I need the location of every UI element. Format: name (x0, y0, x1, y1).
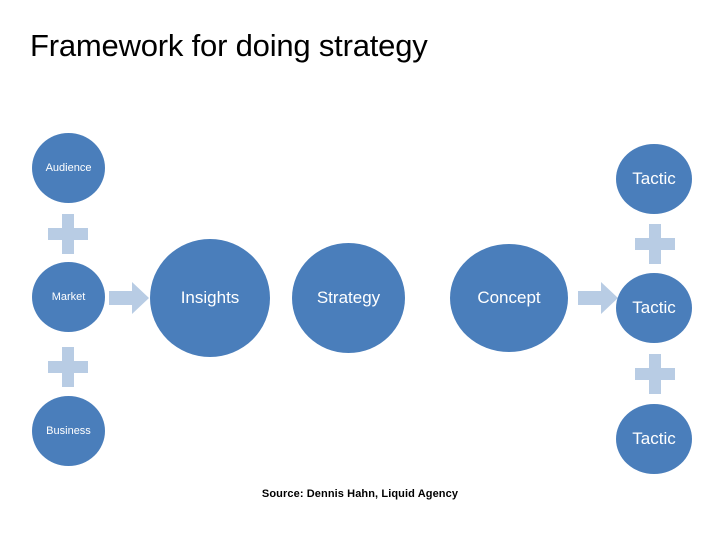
plus-icon (633, 352, 677, 396)
node-audience[interactable]: Audience (32, 133, 105, 203)
node-insights-label: Insights (180, 288, 240, 307)
node-tactic-2[interactable]: Tactic (616, 273, 692, 343)
node-insights[interactable]: Insights (150, 239, 270, 357)
node-strategy-label: Strategy (316, 288, 381, 307)
source-attribution: Source: Dennis Hahn, Liquid Agency (261, 488, 459, 500)
node-concept-label: Concept (477, 288, 541, 307)
node-tactic-1-label: Tactic (632, 169, 676, 188)
arrow-inputs-to-insights-icon (108, 281, 150, 315)
node-audience-label: Audience (45, 162, 92, 174)
node-business[interactable]: Business (32, 396, 105, 466)
page-title: Framework for doing strategy (30, 28, 428, 63)
arrow-concept-to-tactic-icon (577, 281, 619, 315)
node-tactic-3-label: Tactic (632, 429, 676, 448)
node-tactic-3[interactable]: Tactic (616, 404, 692, 474)
plus-icon (46, 212, 90, 256)
plus-icon (633, 222, 677, 266)
node-tactic-1[interactable]: Tactic (616, 144, 692, 214)
node-strategy[interactable]: Strategy (292, 243, 405, 353)
node-concept[interactable]: Concept (450, 244, 568, 352)
node-market[interactable]: Market (32, 262, 105, 332)
node-tactic-2-label: Tactic (632, 298, 676, 317)
plus-icon (46, 345, 90, 389)
node-market-label: Market (51, 291, 86, 303)
node-business-label: Business (46, 425, 91, 437)
